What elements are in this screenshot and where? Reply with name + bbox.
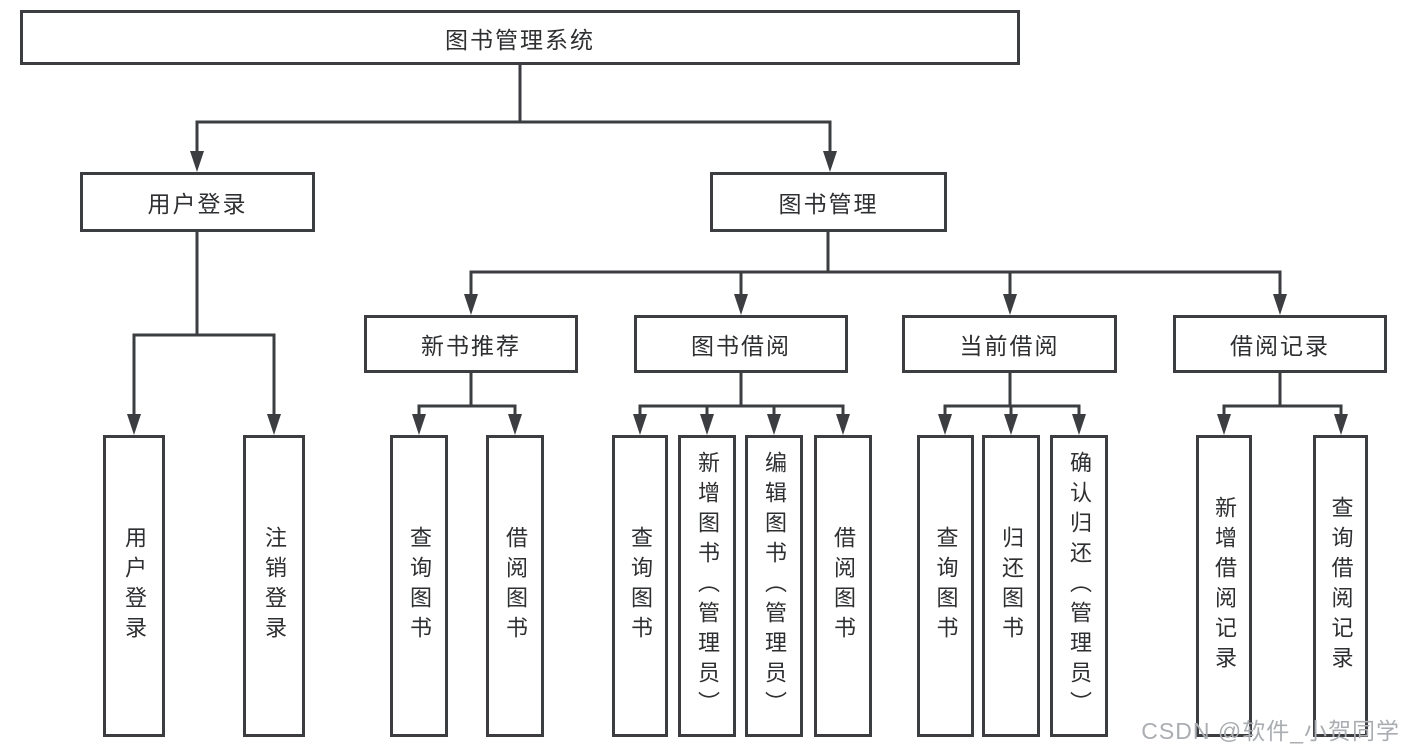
- node-root-system: 图书管理系统: [20, 10, 1020, 65]
- leaf-bb-edit-book-admin: 编辑图书（管理员）: [745, 435, 803, 737]
- node-current-borrow-label: 当前借阅: [959, 333, 1060, 359]
- leaf-bb-borrow-book-label: 借阅图书: [831, 526, 856, 646]
- csdn-watermark: CSDN @软件_小贺同学: [1141, 718, 1400, 744]
- leaf-bb-borrow-book: 借阅图书: [814, 435, 872, 737]
- leaf-bb-query-book: 查询图书: [612, 435, 668, 737]
- leaf-nb-query-book-label: 查询图书: [407, 526, 432, 646]
- node-new-book-recommend-label: 新书推荐: [421, 333, 521, 359]
- leaf-nb-borrow-book: 借阅图书: [486, 435, 544, 737]
- leaf-nb-query-book: 查询图书: [390, 435, 448, 737]
- leaf-bb-add-book-admin: 新增图书（管理员）: [678, 435, 736, 737]
- leaf-cb-confirm-return-admin-label: 确认归还（管理员）: [1067, 451, 1092, 721]
- leaf-user-login-label: 用户登录: [122, 526, 147, 646]
- leaf-nb-borrow-book-label: 借阅图书: [503, 526, 528, 646]
- leaf-logout-login: 注销登录: [243, 435, 305, 737]
- leaf-bb-edit-book-admin-label: 编辑图书（管理员）: [762, 451, 787, 721]
- leaf-cb-return-book: 归还图书: [982, 435, 1040, 737]
- node-book-borrow-label: 图书借阅: [691, 333, 791, 359]
- node-user-login: 用户登录: [80, 172, 315, 232]
- leaf-br-query-record-label: 查询借阅记录: [1328, 496, 1354, 676]
- node-book-management-label: 图书管理: [778, 191, 879, 217]
- leaf-cb-query-book-label: 查询图书: [933, 526, 959, 646]
- node-book-borrow: 图书借阅: [634, 315, 848, 373]
- node-new-book-recommend: 新书推荐: [364, 315, 578, 373]
- node-borrow-record-label: 借阅记录: [1230, 333, 1330, 359]
- leaf-br-add-record-label: 新增借阅记录: [1212, 496, 1237, 676]
- leaf-user-login: 用户登录: [103, 435, 165, 737]
- node-user-login-label: 用户登录: [147, 191, 248, 217]
- node-book-management: 图书管理: [710, 172, 947, 232]
- leaf-bb-query-book-label: 查询图书: [628, 526, 653, 646]
- leaf-cb-query-book: 查询图书: [917, 435, 974, 737]
- leaf-cb-return-book-label: 归还图书: [999, 526, 1024, 646]
- node-root-system-label: 图书管理系统: [445, 26, 595, 53]
- leaf-cb-confirm-return-admin: 确认归还（管理员）: [1050, 435, 1108, 737]
- leaf-bb-add-book-admin-label: 新增图书（管理员）: [695, 451, 720, 721]
- leaf-logout-login-label: 注销登录: [262, 526, 287, 646]
- leaf-br-add-record: 新增借阅记录: [1196, 435, 1252, 737]
- leaf-br-query-record: 查询借阅记录: [1313, 435, 1368, 737]
- node-current-borrow: 当前借阅: [902, 315, 1117, 373]
- node-borrow-record: 借阅记录: [1173, 315, 1387, 373]
